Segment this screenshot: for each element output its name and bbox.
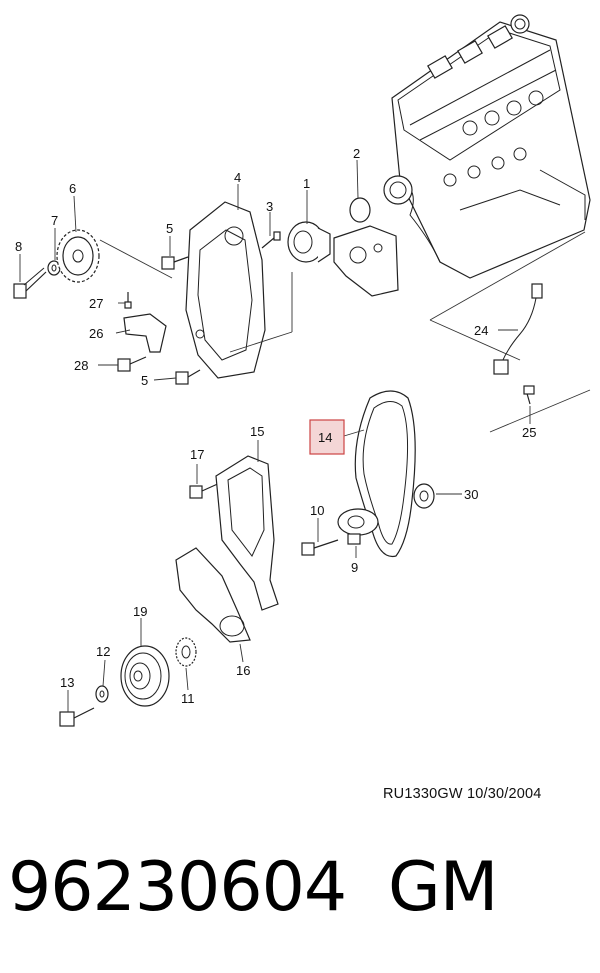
water-pump-part-1 [287, 221, 331, 263]
callout-25: 25 [522, 425, 536, 440]
exploded-parts-diagram: 1 2 3 4 5 5 6 7 8 9 10 11 12 13 14 15 16… [13, 14, 591, 727]
camshaft-gear-part-6 [56, 229, 100, 283]
bolt-part-5-upper [161, 256, 189, 270]
callout-27: 27 [89, 296, 103, 311]
callout-28: 28 [74, 358, 88, 373]
callout-14: 14 [318, 430, 332, 445]
callout-5-upper: 5 [166, 221, 173, 236]
part-number: 96230604 [8, 848, 347, 927]
callout-26: 26 [89, 326, 103, 341]
crankshaft-pulley-part-19 [120, 645, 170, 707]
callout-17: 17 [190, 447, 204, 462]
callout-19: 19 [133, 604, 147, 619]
callout-6: 6 [69, 181, 76, 196]
drawing-code-and-date: RU1330GW 10/30/2004 [383, 786, 542, 802]
callout-12: 12 [96, 644, 110, 659]
bracket-part-26 [123, 313, 167, 353]
callout-13: 13 [60, 675, 74, 690]
callout-labels: 1 2 3 4 5 5 6 7 8 9 10 11 12 13 14 15 16… [15, 146, 536, 706]
engine-block-illustration [383, 14, 591, 279]
leader-lines [19, 159, 591, 712]
callout-5-lower: 5 [141, 373, 148, 388]
oil-pump-housing [333, 225, 399, 297]
bolt-part-10 [301, 539, 339, 556]
washer-part-12 [95, 685, 109, 703]
callout-4: 4 [234, 170, 241, 185]
bolt-part-28 [117, 356, 147, 372]
callout-7: 7 [51, 213, 58, 228]
bolt-part-8 [13, 267, 47, 299]
bolt-part-3 [261, 231, 281, 249]
callout-24: 24 [474, 323, 488, 338]
callout-11: 11 [181, 691, 195, 706]
o-ring-part-2 [349, 197, 371, 223]
sensor-part-24 [493, 283, 543, 375]
idler-pulley-part-30 [413, 483, 435, 509]
callout-16: 16 [236, 663, 250, 678]
callout-9: 9 [351, 560, 358, 575]
callout-1: 1 [303, 176, 310, 191]
bolt-part-5-lower [175, 369, 201, 385]
stud-part-27 [124, 292, 132, 309]
callout-2: 2 [353, 146, 360, 161]
timing-cover-part-4 [185, 201, 266, 379]
brand-name: GM [388, 848, 498, 927]
tensioner-part-9 [337, 508, 379, 545]
callout-30: 30 [464, 487, 478, 502]
callout-3: 3 [266, 199, 273, 214]
lower-rear-cover-part-16 [175, 547, 251, 643]
highlight-box-part-14 [309, 419, 345, 455]
bolt-part-13 [59, 707, 95, 727]
callout-10: 10 [310, 503, 324, 518]
callout-15: 15 [250, 424, 264, 439]
bolt-part-25 [523, 385, 535, 405]
upper-rear-cover-part-15 [215, 455, 279, 611]
callout-8: 8 [15, 239, 22, 254]
crankshaft-sprocket-part-11 [175, 637, 197, 667]
